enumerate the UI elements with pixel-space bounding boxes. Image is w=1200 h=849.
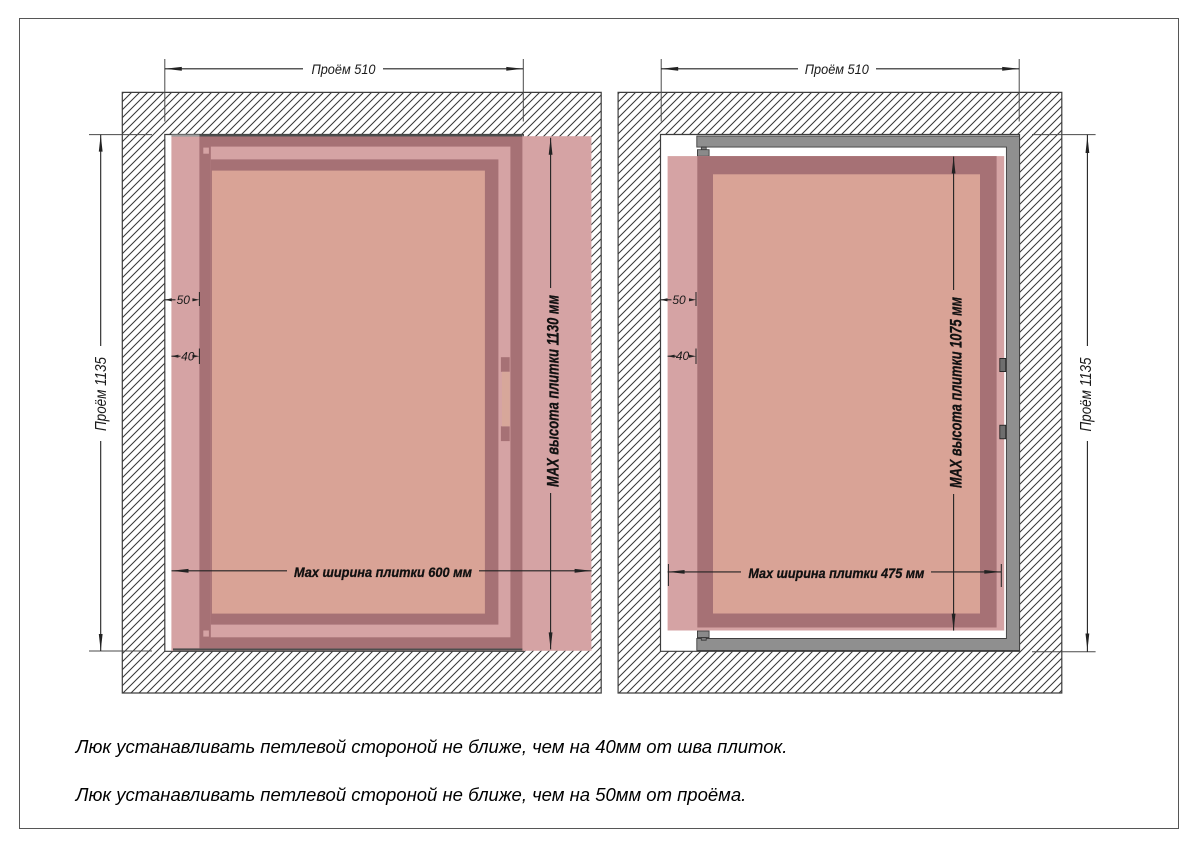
svg-text:МАХ высота плитки 1130 мм: МАХ высота плитки 1130 мм <box>545 295 563 487</box>
svg-text:Проём 510: Проём 510 <box>805 62 869 77</box>
svg-text:Люк устанавливать петлевой сто: Люк устанавливать петлевой стороной не б… <box>75 736 788 757</box>
svg-text:Люк устанавливать петлевой сто: Люк устанавливать петлевой стороной не б… <box>75 784 746 805</box>
svg-text:40: 40 <box>181 349 195 363</box>
svg-text:Мах ширина плитки 600 мм: Мах ширина плитки 600 мм <box>294 564 473 580</box>
svg-text:Проём 1135: Проём 1135 <box>93 357 110 431</box>
svg-text:40: 40 <box>676 349 690 363</box>
svg-text:Проём 510: Проём 510 <box>312 62 376 77</box>
svg-text:50: 50 <box>177 293 191 307</box>
svg-text:Проём 1135: Проём 1135 <box>1078 357 1095 431</box>
svg-text:Мах ширина плитки 475 мм: Мах ширина плитки 475 мм <box>748 565 925 581</box>
svg-text:50: 50 <box>672 293 686 307</box>
svg-text:МАХ высота плитки 1075 мм: МАХ высота плитки 1075 мм <box>948 297 966 488</box>
